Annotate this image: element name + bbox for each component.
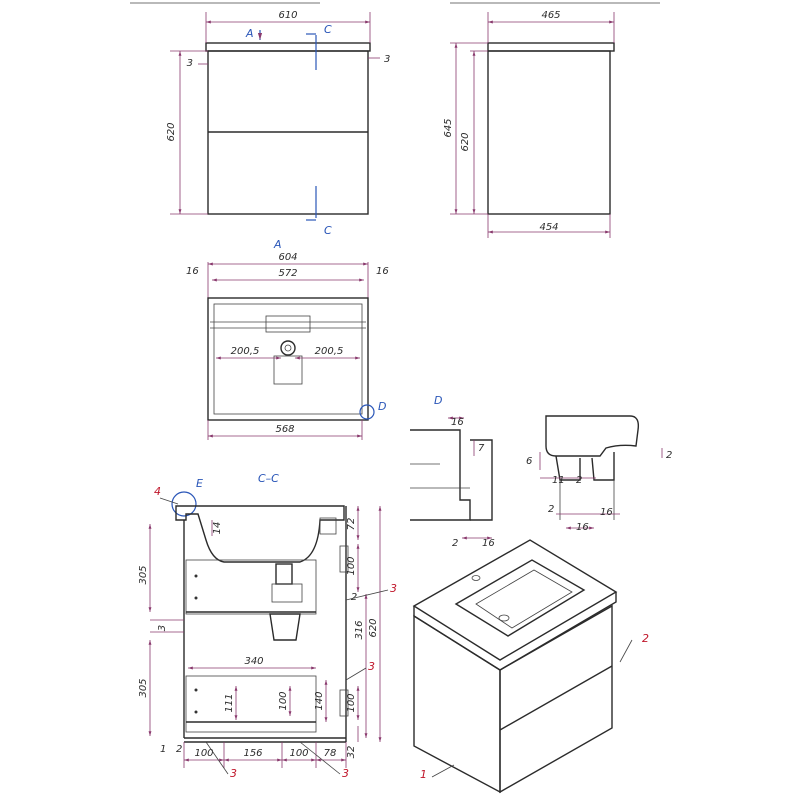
detail-e-dim-mid-left-label: 11 [552, 475, 565, 486]
side-total-height-label: 645 [443, 118, 454, 137]
view-a-bottom-width-label: 568 [275, 424, 294, 435]
side-bottom-depth-label: 454 [539, 222, 558, 233]
iso-cabinet-front [499, 604, 613, 794]
view-a-left-offset-label: 200,5 [231, 346, 260, 357]
iso-view: 1 2 [412, 539, 649, 794]
dim-316-label: 316 [354, 620, 365, 639]
view-a-side-left-label: 16 [186, 266, 199, 277]
front-height-label: 620 [166, 122, 177, 141]
section-cc-title: C–C [258, 472, 279, 485]
detail-e-circle [171, 491, 197, 517]
side-body-height-label: 620 [460, 132, 471, 151]
view-a-inner [213, 303, 363, 415]
detail-d: D 16 7 2 16 [410, 394, 495, 549]
dim-100-c-label: 100 [346, 693, 357, 712]
dim-32-label: 32 [346, 746, 357, 759]
siphon-cup [269, 613, 301, 641]
detail-e-dim-bottom-right-label: 16 [600, 507, 613, 518]
section-c-label-bottom: C [324, 224, 332, 237]
dim-156-label: 156 [243, 748, 262, 759]
dim-620-label: 620 [368, 618, 379, 637]
side-body [487, 50, 611, 215]
detail-d-profile [410, 429, 471, 521]
dim-100-bl-label: 100 [194, 748, 213, 759]
view-a-title: A [273, 238, 282, 251]
section-cc: C–C E 4 305 305 3 [138, 472, 397, 780]
dim-72-label: 72 [346, 518, 357, 531]
dim-1-label: 1 [160, 744, 166, 755]
detail-d-dim-bottom-left-label: 2 [452, 538, 458, 549]
siphon-bracket [265, 315, 311, 333]
dim-2-mid-label: 2 [351, 592, 357, 603]
dim-100-b-label: 100 [278, 691, 289, 710]
callout-3a-label: 3 [390, 582, 397, 595]
dim-3-left-label: 3 [157, 625, 168, 631]
section-basin [175, 505, 345, 563]
side-top-depth-label: 465 [541, 10, 560, 21]
view-a-right-offset-label: 200,5 [315, 346, 344, 357]
detail-e-basin-lip [545, 415, 640, 457]
iso-basin-bowl [454, 559, 586, 637]
front-gap-right-label: 3 [384, 54, 390, 65]
detail-e-marker: E [196, 477, 203, 490]
front-top-slab [205, 42, 371, 52]
front-view: 610 620 3 3 C C A [166, 10, 390, 237]
dim-2-bottom-label: 2 [176, 744, 182, 755]
view-a-marker: A [245, 27, 254, 40]
view-a-outer-width-label: 604 [278, 252, 297, 263]
dim-14-label: 14 [212, 522, 223, 535]
view-a-inner-width-label: 572 [278, 268, 297, 279]
dim-78-label: 78 [324, 748, 337, 759]
iso-countertop [412, 539, 618, 661]
iso-callout-2-label: 2 [642, 632, 649, 645]
iso-cabinet-side [413, 614, 501, 794]
detail-d-marker: D [378, 400, 386, 413]
view-a: A 604 572 16 16 200,5 200,5 568 D [186, 238, 389, 440]
dim-340-label: 340 [244, 656, 263, 667]
callout-3c-label: 3 [230, 767, 237, 780]
detail-d-circle [359, 404, 375, 420]
view-a-outline [207, 297, 369, 421]
dim-100-br-label: 100 [289, 748, 308, 759]
iso-callout-1-label: 1 [420, 768, 427, 781]
iso-drawer-split [499, 665, 613, 731]
dim-100-a-label: 100 [346, 556, 357, 575]
detail-e-dim-top-label: 6 [526, 456, 532, 467]
detail-e: 6 2 11 2 2 16 16 [526, 415, 672, 533]
detail-e-dim-right-label: 2 [666, 450, 672, 461]
detail-d-dim-bottom-right-label: 16 [482, 538, 495, 549]
callout-4-label: 4 [154, 485, 161, 498]
detail-e-dim-bottom-mid-label: 16 [576, 522, 589, 533]
side-view: 465 454 645 620 [443, 10, 615, 238]
drain-trap-box [273, 355, 303, 385]
upper-drawer [185, 559, 317, 615]
detail-d-dim-side-label: 7 [478, 443, 485, 454]
callout-3b-label: 3 [368, 660, 375, 673]
side-top-slab [487, 42, 615, 52]
dim-111-label: 111 [224, 693, 235, 712]
dim-140-label: 140 [314, 691, 325, 710]
drain-outlet [280, 340, 296, 356]
callout-3d-label: 3 [342, 767, 349, 780]
dim-305-bottom-label: 305 [138, 678, 149, 697]
detail-d-title: D [434, 394, 442, 407]
detail-e-dim-bottom-left-label: 2 [548, 504, 554, 515]
dim-305-top-label: 305 [138, 565, 149, 584]
siphon [275, 563, 293, 585]
detail-e-dim-mid-right-label: 2 [576, 475, 582, 486]
lower-drawer [185, 675, 317, 733]
view-a-side-right-label: 16 [376, 266, 389, 277]
detail-d-dim-top-label: 16 [451, 417, 464, 428]
front-gap-left-label: 3 [187, 58, 193, 69]
front-width-label: 610 [278, 10, 297, 21]
section-c-label-top: C [324, 23, 332, 36]
